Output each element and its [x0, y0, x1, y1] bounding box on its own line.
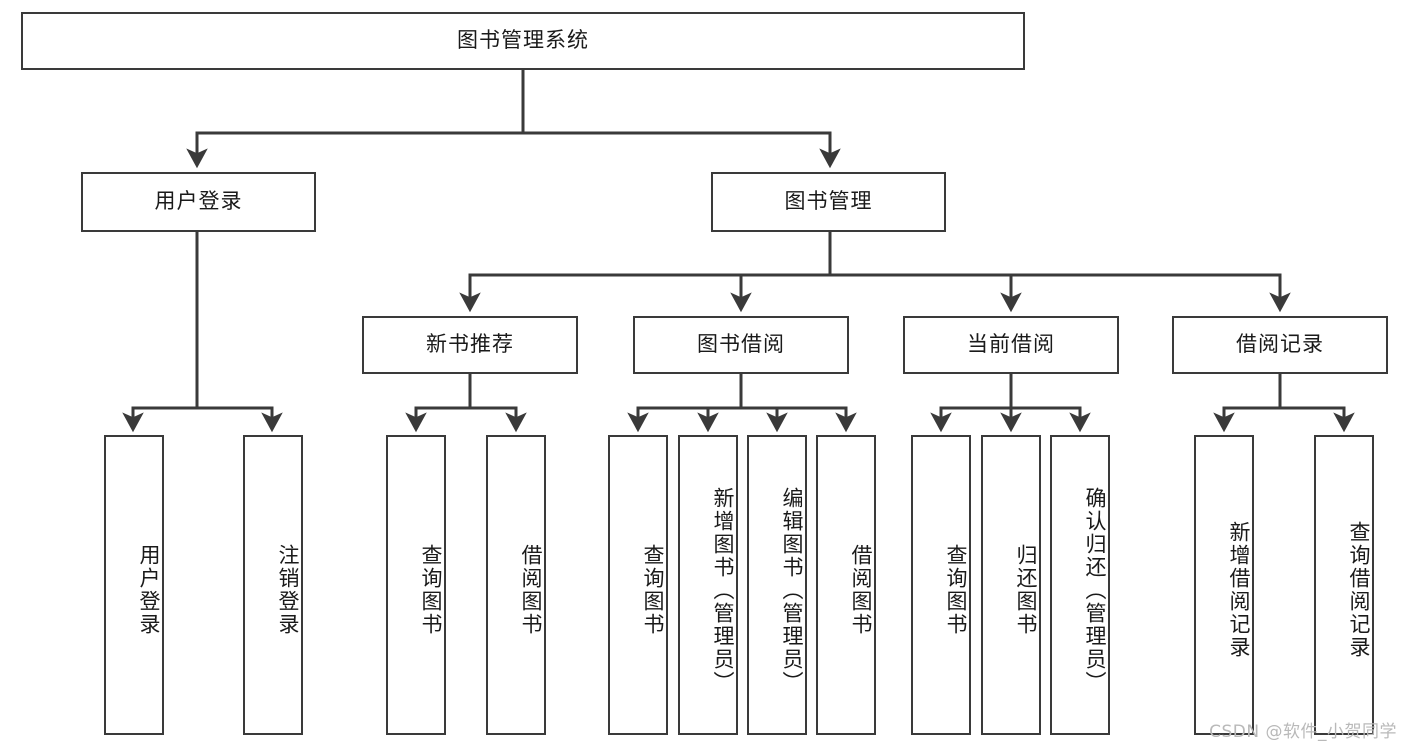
watermark-credit: CSDN @软件_小贺同学: [1209, 722, 1397, 742]
node-borrow-record[interactable]: 借阅记录: [1172, 316, 1388, 374]
node-leaf-add-book-label: 新增图书（管理员）: [711, 486, 735, 694]
node-leaf-add-book[interactable]: 新增图书（管理员）: [678, 435, 738, 735]
node-leaf-query-book-borrow[interactable]: 查询图书: [608, 435, 668, 735]
node-leaf-query-book-current[interactable]: 查询图书: [911, 435, 971, 735]
node-leaf-query-borrow-record[interactable]: 查询借阅记录: [1314, 435, 1374, 735]
node-leaf-user-login[interactable]: 用户登录: [104, 435, 164, 735]
node-leaf-logout-label: 注销登录: [276, 544, 300, 636]
node-leaf-query-book-recommend[interactable]: 查询图书: [386, 435, 446, 735]
node-user-login-label: 用户登录: [154, 189, 243, 214]
node-leaf-query-book-borrow-label: 查询图书: [641, 544, 665, 636]
node-book-borrow[interactable]: 图书借阅: [633, 316, 849, 374]
node-leaf-return-book[interactable]: 归还图书: [981, 435, 1041, 735]
node-leaf-confirm-return[interactable]: 确认归还（管理员）: [1050, 435, 1110, 735]
node-new-book-recommend-label: 新书推荐: [426, 332, 514, 357]
node-leaf-user-login-label: 用户登录: [137, 544, 161, 636]
node-leaf-borrow-book-label: 借阅图书: [849, 544, 873, 636]
node-leaf-add-borrow-record[interactable]: 新增借阅记录: [1194, 435, 1254, 735]
node-current-borrow[interactable]: 当前借阅: [903, 316, 1119, 374]
node-borrow-record-label: 借阅记录: [1236, 332, 1324, 357]
node-leaf-borrow-book[interactable]: 借阅图书: [816, 435, 876, 735]
node-root-label: 图书管理系统: [457, 28, 589, 53]
node-leaf-logout[interactable]: 注销登录: [243, 435, 303, 735]
node-leaf-add-borrow-record-label: 新增借阅记录: [1227, 521, 1251, 659]
node-leaf-query-book-current-label: 查询图书: [944, 544, 968, 636]
node-leaf-query-book-recommend-label: 查询图书: [419, 544, 443, 636]
node-leaf-borrow-book-recommend[interactable]: 借阅图书: [486, 435, 546, 735]
node-leaf-edit-book[interactable]: 编辑图书（管理员）: [747, 435, 807, 735]
node-root[interactable]: 图书管理系统: [21, 12, 1025, 70]
node-current-borrow-label: 当前借阅: [967, 332, 1055, 357]
node-new-book-recommend[interactable]: 新书推荐: [362, 316, 578, 374]
node-book-management[interactable]: 图书管理: [711, 172, 946, 232]
node-user-login[interactable]: 用户登录: [81, 172, 316, 232]
node-leaf-return-book-label: 归还图书: [1014, 544, 1038, 636]
node-leaf-confirm-return-label: 确认归还（管理员）: [1083, 486, 1107, 694]
node-book-management-label: 图书管理: [784, 189, 873, 214]
node-book-borrow-label: 图书借阅: [697, 332, 785, 357]
node-leaf-query-borrow-record-label: 查询借阅记录: [1347, 521, 1371, 659]
node-leaf-edit-book-label: 编辑图书（管理员）: [780, 486, 804, 694]
node-leaf-borrow-book-recommend-label: 借阅图书: [519, 544, 543, 636]
